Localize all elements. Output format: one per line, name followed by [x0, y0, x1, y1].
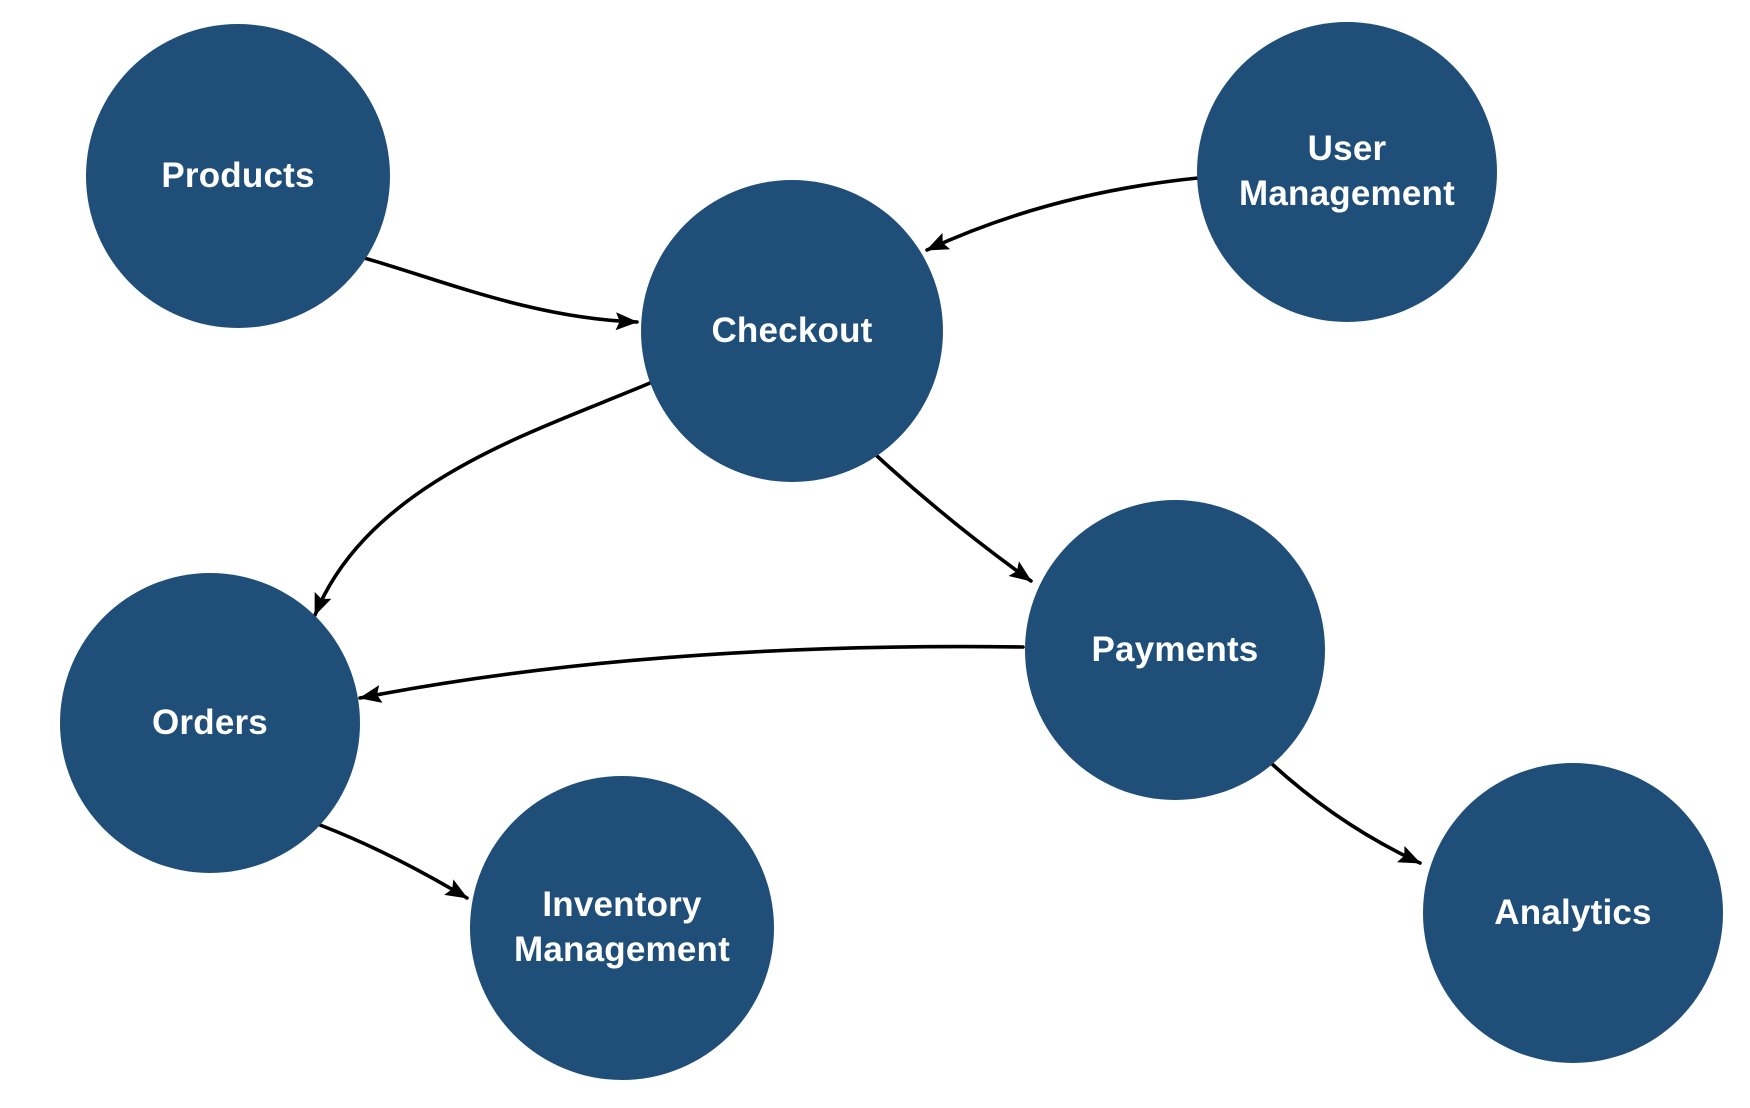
edge-checkout-to-payments	[875, 454, 1033, 583]
node-inventory-management[interactable]: Inventory Management	[470, 776, 774, 1080]
node-orders[interactable]: Orders	[60, 573, 360, 873]
edge-user-management-to-checkout	[925, 176, 1200, 252]
edge-payments-to-orders	[358, 644, 1025, 703]
node-products[interactable]: Products	[86, 24, 390, 328]
node-user-management[interactable]: User Management	[1197, 22, 1497, 322]
edge-checkout-to-orders	[313, 381, 652, 617]
node-analytics-label: Analytics	[1494, 892, 1652, 932]
edge-products-to-checkout	[328, 247, 639, 331]
node-payments-label: Payments	[1091, 629, 1259, 669]
node-payments[interactable]: Payments	[1025, 500, 1325, 800]
edge-payments-to-analytics	[1270, 762, 1422, 865]
node-analytics[interactable]: Analytics	[1423, 763, 1723, 1063]
node-checkout[interactable]: Checkout	[641, 180, 943, 482]
node-products-label: Products	[161, 155, 315, 195]
node-orders-label: Orders	[152, 702, 268, 742]
edge-orders-to-inventory-management	[318, 823, 469, 900]
node-user-management-label: User Management	[1239, 129, 1455, 213]
node-inventory-management-label: Inventory Management	[514, 885, 730, 969]
node-checkout-label: Checkout	[711, 310, 873, 350]
